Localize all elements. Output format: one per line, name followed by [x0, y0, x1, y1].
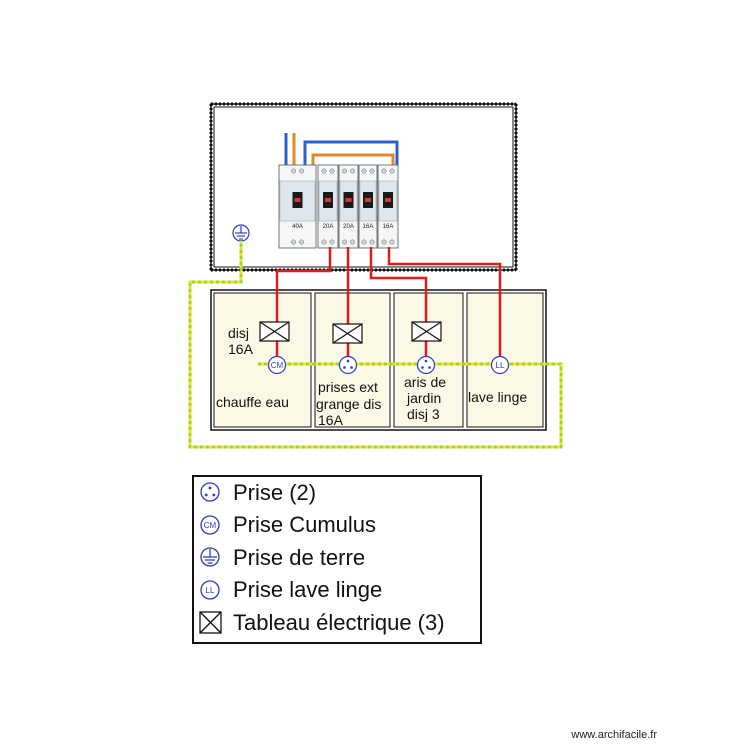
- breaker-rating: 40A: [292, 224, 303, 230]
- breaker-rating: 16A: [363, 224, 374, 230]
- room-label-disj: disj: [228, 325, 249, 341]
- ground-wire: [188, 241, 563, 449]
- panel-icon: [332, 323, 363, 344]
- legend-label-prise: Prise (2): [233, 480, 316, 505]
- breaker-module: 40A: [278, 164, 317, 249]
- breaker-module: 20A: [338, 164, 359, 249]
- credit: www.archifacile.fr: [570, 729, 657, 741]
- room-label-chauffe-eau: chauffe eau: [216, 394, 289, 410]
- panel-icon: [259, 321, 290, 342]
- room-label-prises-16a: 16A: [318, 412, 344, 428]
- legend-label-terre: Prise de terre: [233, 545, 365, 570]
- room-label-lave-linge: lave linge: [468, 389, 527, 405]
- breaker-module: 16A: [377, 164, 399, 249]
- room-label-jardin: jardin: [406, 390, 441, 406]
- socket-icon: [416, 355, 436, 375]
- legend-panel-icon: [199, 611, 222, 634]
- legend-lave-linge-code: LL: [206, 586, 215, 595]
- room-chauffe-eau: [213, 292, 312, 428]
- legend-socket-icon: [200, 482, 220, 502]
- breaker-rating: 20A: [323, 224, 334, 230]
- legend: Prise (2) CM Prise Cumulus Prise de terr…: [192, 475, 482, 644]
- lave-linge-code: LL: [496, 361, 505, 370]
- breaker-panel: 40A 20A 20A 16A 16A: [278, 164, 399, 249]
- legend-ground-icon: [200, 547, 220, 567]
- legend-label-lave-linge: Prise lave linge: [233, 577, 382, 602]
- legend-cumulus-code: CM: [204, 521, 217, 530]
- room-label-aris: aris de: [404, 374, 446, 390]
- panel-icon: [411, 321, 442, 342]
- legend-label-cumulus: Prise Cumulus: [233, 512, 376, 537]
- breaker-module: 20A: [317, 164, 339, 249]
- cumulus-icon: CM: [267, 355, 287, 375]
- breaker-rating: 16A: [383, 224, 394, 230]
- legend-label-tableau: Tableau électrique (3): [233, 610, 445, 635]
- room-label-16a: 16A: [228, 341, 254, 357]
- ground-terminal-icon: [232, 224, 250, 242]
- room-label-grange: grange dis: [316, 396, 381, 412]
- supply-wires: [284, 133, 399, 166]
- legend-cumulus-icon: CM: [200, 515, 220, 535]
- washer-socket-icon: LL: [490, 355, 510, 375]
- legend-washer-socket-icon: LL: [200, 580, 220, 600]
- cumulus-code: CM: [271, 361, 284, 370]
- circuit-wires: [275, 247, 502, 360]
- breaker-rating: 20A: [343, 224, 354, 230]
- room-label-prises-ext: prises ext: [318, 379, 378, 395]
- breaker-module: 16A: [358, 164, 378, 249]
- socket-icon: [338, 355, 358, 375]
- room-label-disj3: disj 3: [407, 406, 440, 422]
